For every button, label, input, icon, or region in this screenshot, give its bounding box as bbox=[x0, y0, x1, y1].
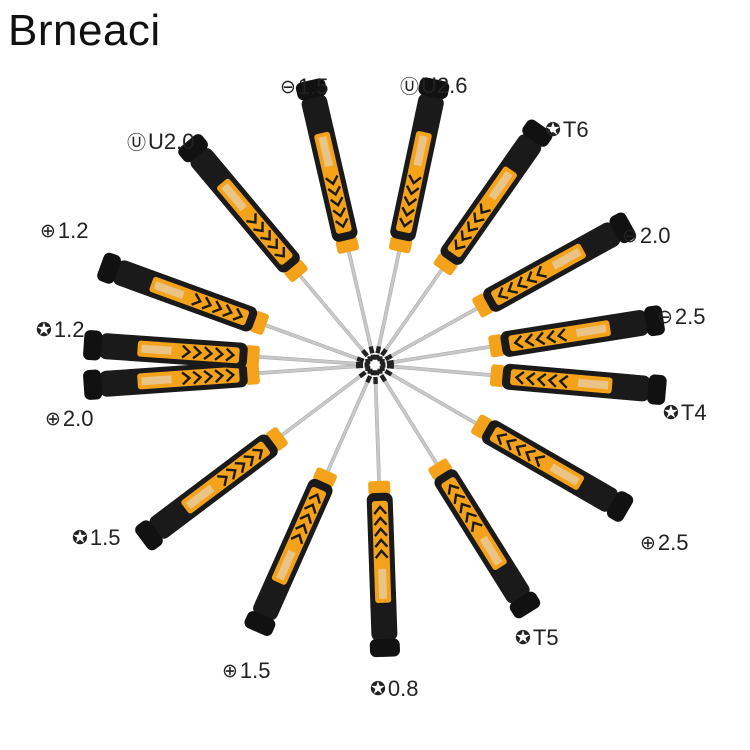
tip-cluster-piece bbox=[370, 370, 376, 376]
screwdriver-13 bbox=[83, 330, 364, 369]
tip-cluster-piece bbox=[367, 368, 373, 374]
tool-size: 1.2 bbox=[57, 218, 89, 243]
phillips-icon: ⊕ bbox=[222, 660, 238, 682]
phillips-icon: ⊕ bbox=[40, 220, 56, 242]
tool-size: T5 bbox=[532, 625, 559, 650]
pentalobe-icon: ✪ bbox=[36, 319, 52, 341]
tool-size: 2.5 bbox=[674, 304, 706, 329]
tip-cluster-piece bbox=[374, 354, 380, 360]
tip-cluster-piece bbox=[364, 362, 370, 368]
tip-cluster-piece bbox=[365, 359, 371, 365]
tool-size: 1.5 bbox=[297, 74, 329, 99]
slotted-icon: ⊖ bbox=[280, 76, 296, 98]
tool-label-6: ✪T4 bbox=[663, 400, 707, 426]
tip-cluster-piece bbox=[379, 365, 385, 371]
screwdriver-12 bbox=[83, 361, 364, 400]
pentalobe-icon: ✪ bbox=[370, 678, 386, 700]
tool-label-11: ✪1.5 bbox=[72, 525, 121, 551]
u-type-icon: Ⓤ bbox=[127, 132, 147, 154]
tip-cluster-piece bbox=[377, 368, 383, 374]
screwdriver-14 bbox=[97, 252, 365, 363]
screwdriver-4 bbox=[384, 212, 636, 362]
tool-label-9: ✪0.8 bbox=[370, 676, 419, 702]
torx-icon: ✪ bbox=[515, 627, 531, 649]
phillips-icon: ⊕ bbox=[45, 408, 61, 430]
tool-label-13: ✪1.2 bbox=[36, 317, 85, 343]
tool-size: 2.0 bbox=[639, 223, 671, 248]
tool-size: 0.8 bbox=[387, 676, 419, 701]
tool-label-12: ⊕2.0 bbox=[45, 406, 94, 432]
screwdriver-3 bbox=[380, 119, 553, 357]
tool-label-1: ⊖1.5 bbox=[280, 74, 329, 100]
screwdriver-15 bbox=[178, 134, 369, 358]
tool-size: T4 bbox=[680, 400, 707, 425]
screwdriver-7 bbox=[384, 369, 634, 522]
tool-size: T6 bbox=[562, 117, 589, 142]
screwdriver-1 bbox=[295, 78, 375, 354]
tool-label-5: ⊖2.5 bbox=[657, 304, 706, 330]
tip-cluster-piece bbox=[380, 362, 386, 368]
tip-cluster-piece bbox=[370, 354, 376, 360]
slotted-icon: ⊖ bbox=[622, 225, 638, 247]
tool-size: 1.5 bbox=[239, 658, 271, 683]
screwdriver-8 bbox=[379, 374, 541, 619]
tool-size: U2.0 bbox=[148, 128, 195, 154]
tip-cluster-piece bbox=[367, 356, 373, 362]
tip-cluster-piece bbox=[365, 365, 371, 371]
screwdriver-5 bbox=[386, 305, 665, 366]
slotted-icon: ⊖ bbox=[657, 306, 673, 328]
screwdriver-11 bbox=[135, 370, 367, 551]
tool-size: U2.6 bbox=[421, 72, 468, 98]
torx-icon: ✪ bbox=[545, 119, 561, 141]
pentalobe-icon: ✪ bbox=[72, 527, 88, 549]
torx-icon: ✪ bbox=[663, 402, 679, 424]
tip-cluster-piece bbox=[379, 359, 385, 365]
tool-label-7: ⊕2.5 bbox=[640, 530, 689, 556]
tool-label-3: ✪T6 bbox=[545, 117, 589, 143]
screwdriver-6 bbox=[386, 363, 667, 405]
tool-label-8: ✪T5 bbox=[515, 625, 559, 651]
screwdriver-9 bbox=[366, 376, 400, 658]
phillips-icon: ⊕ bbox=[640, 532, 656, 554]
screwdriver-2 bbox=[375, 77, 450, 354]
tip-cluster-piece bbox=[377, 356, 383, 362]
tool-label-4: ⊖2.0 bbox=[622, 223, 671, 249]
brand-logo-text: Brneaci bbox=[8, 6, 161, 55]
tool-label-14: ⊕1.2 bbox=[40, 218, 89, 244]
screwdriver-10 bbox=[244, 375, 373, 636]
tip-cluster-piece bbox=[374, 370, 380, 376]
tool-size: 1.2 bbox=[53, 317, 85, 342]
tool-size: 2.5 bbox=[657, 530, 689, 555]
tool-label-10: ⊕1.5 bbox=[222, 658, 271, 684]
tool-size: 2.0 bbox=[62, 406, 94, 431]
u-type-icon: Ⓤ bbox=[400, 76, 420, 98]
tool-size: 1.5 bbox=[89, 525, 121, 550]
